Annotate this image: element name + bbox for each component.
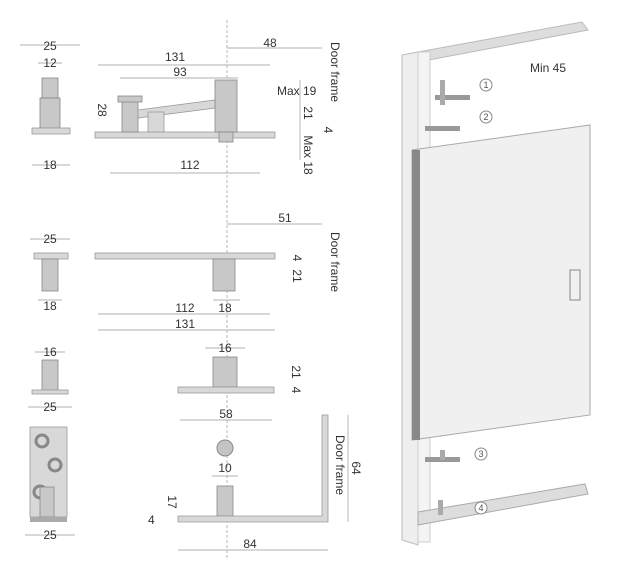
dim-4: 4 <box>148 513 155 527</box>
dim-18: 18 <box>43 158 57 172</box>
door-frame-label-2: Door frame <box>328 232 342 292</box>
marker-2: 2 <box>479 110 493 124</box>
dim-4: 4 <box>290 255 304 262</box>
dim-17: 17 <box>165 495 179 509</box>
dim-16: 16 <box>43 345 57 359</box>
dim-21: 21 <box>301 106 315 120</box>
dim-21: 21 <box>289 365 303 379</box>
view2: 25 18 51 4 21 112 18 131 Door frame <box>30 211 342 331</box>
dim-28: 28 <box>95 103 109 117</box>
marker-3: 3 <box>474 447 488 461</box>
svg-text:1: 1 <box>483 80 488 90</box>
dim-4: 4 <box>289 387 303 394</box>
view1-side: 25 12 18 <box>20 39 80 172</box>
marker-1: 1 <box>479 78 493 92</box>
dim-18: 18 <box>218 301 232 315</box>
door-assembly: Min 45 1 2 3 4 <box>401 21 591 546</box>
dim-25: 25 <box>43 528 57 542</box>
dim-58: 58 <box>219 407 233 421</box>
view4: 25 10 17 4 84 64 Door frame <box>25 414 363 551</box>
svg-text:4: 4 <box>478 503 483 513</box>
min45-label: Min 45 <box>530 61 566 75</box>
view1-front: 131 93 48 112 Max 19 28 21 4 Max 18 Door… <box>94 36 342 175</box>
dim-21: 21 <box>290 269 304 283</box>
dim-10: 10 <box>218 461 232 475</box>
dim-112: 112 <box>175 301 194 315</box>
svg-text:3: 3 <box>478 449 483 459</box>
marker-4: 4 <box>474 501 488 515</box>
dim-18: 18 <box>43 299 57 313</box>
door-frame-label-3: Door frame <box>333 435 347 495</box>
dim-93: 93 <box>173 65 187 79</box>
dim-25: 25 <box>43 39 57 53</box>
dim-25: 25 <box>43 400 57 414</box>
dim-12: 12 <box>43 56 57 70</box>
dim-112: 112 <box>180 158 199 172</box>
dim-51: 51 <box>278 211 292 225</box>
dim-max19: Max 19 <box>277 84 317 98</box>
dim-16: 16 <box>218 341 232 355</box>
dim-48: 48 <box>263 36 277 50</box>
dim-84: 84 <box>243 537 257 551</box>
svg-text:2: 2 <box>483 112 488 122</box>
door-frame-label-1: Door frame <box>328 42 342 102</box>
dim-max18: Max 18 <box>301 135 315 175</box>
view3: 16 25 16 21 4 58 <box>28 341 303 421</box>
dim-4: 4 <box>321 127 335 134</box>
dim-131: 131 <box>165 50 185 64</box>
dim-131: 131 <box>175 317 195 331</box>
dim-25: 25 <box>43 232 57 246</box>
dim-64: 64 <box>349 461 363 475</box>
